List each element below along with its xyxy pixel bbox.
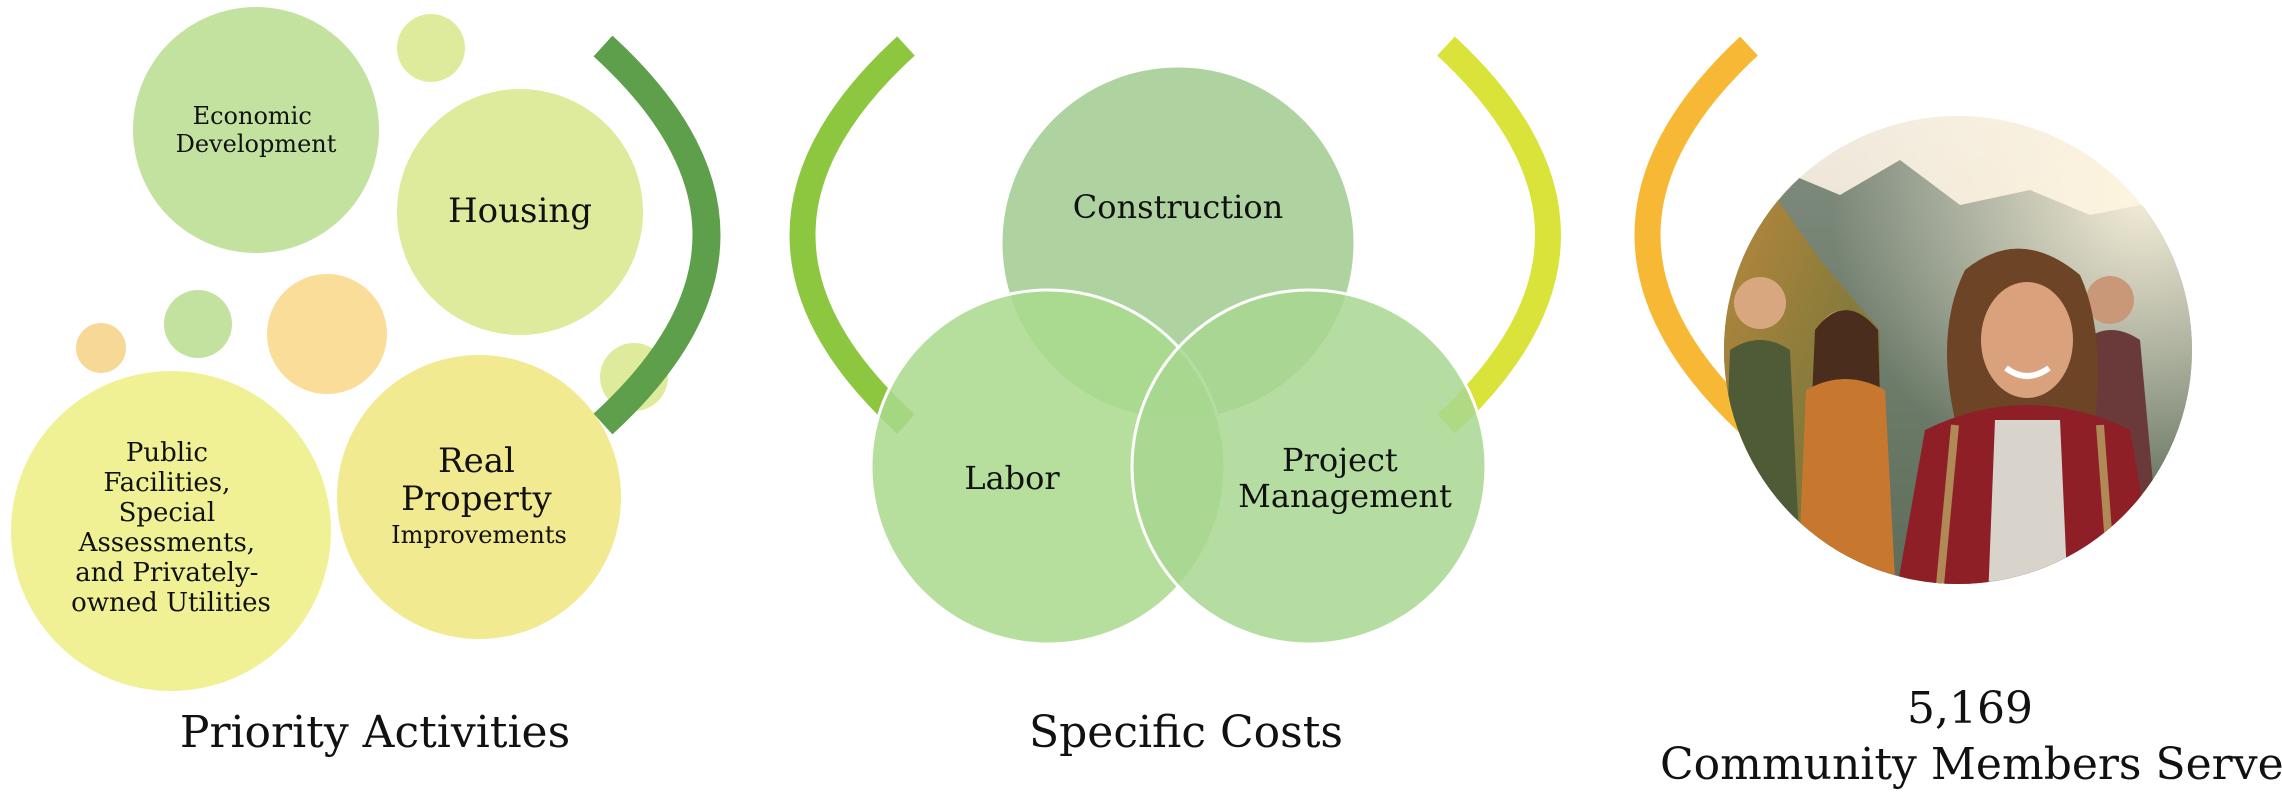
- decor-bubble: [76, 323, 126, 373]
- housing-bubble: [397, 89, 643, 335]
- decor-bubble: [267, 274, 387, 394]
- priority-activities-bubbles: Economic Development Housing Real Proper…: [11, 7, 668, 691]
- public-facilities-label: Public Facilities, Special Assessments, …: [71, 438, 271, 618]
- public-facilities-bubble: [11, 371, 331, 691]
- community-photo: [1724, 116, 2192, 584]
- decor-bubble: [164, 290, 232, 358]
- closing-parenthesis-dark-green: [593, 35, 721, 435]
- specific-costs-title: Specific Costs: [1028, 707, 1344, 758]
- housing-label: Housing: [448, 191, 592, 231]
- opening-parenthesis-orange: [1634, 36, 1758, 434]
- closing-parenthesis-lime: [1437, 36, 1561, 434]
- opening-parenthesis-green: [789, 36, 915, 434]
- project-management-circle: [1130, 288, 1488, 646]
- economic-development-label: Economic Development: [176, 102, 337, 158]
- labor-label: Labor: [964, 459, 1060, 497]
- community-count: 5,169: [1907, 683, 2033, 734]
- real-property-bubble: [337, 355, 621, 639]
- real-property-label: Real Property Improvements: [391, 441, 567, 549]
- priority-activities-title: Priority Activities: [179, 707, 571, 758]
- project-management-label: Project Management: [1238, 441, 1452, 515]
- construction-label: Construction: [1073, 188, 1283, 226]
- decor-bubble: [397, 14, 465, 82]
- economic-development-bubble: [133, 7, 379, 253]
- specific-costs-venn: Construction Labor Project Management: [869, 64, 1488, 646]
- community-members-label: Community Members Served: [1660, 739, 2282, 790]
